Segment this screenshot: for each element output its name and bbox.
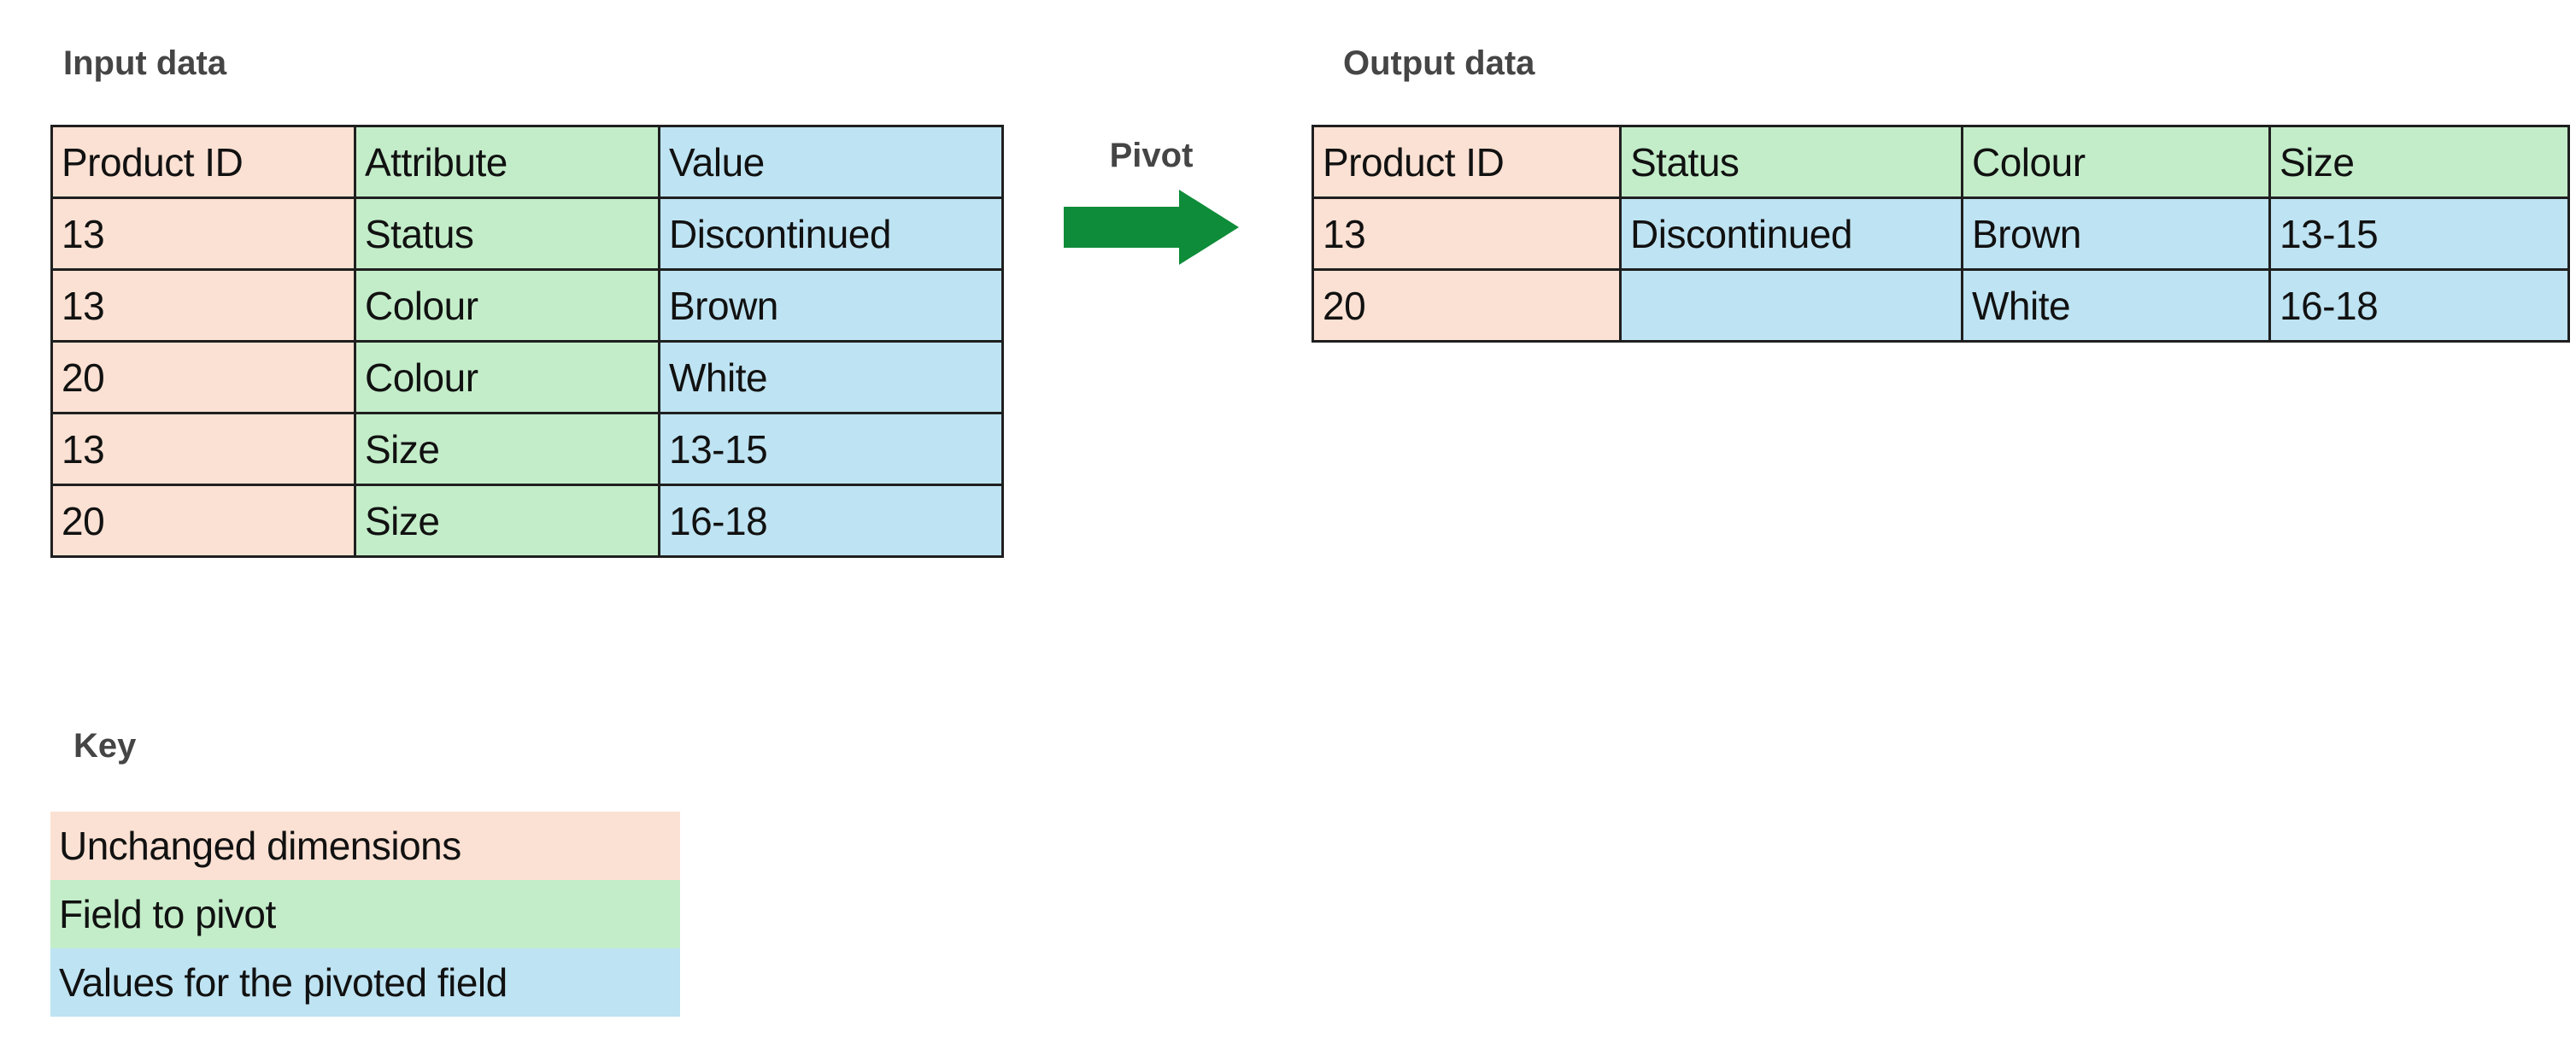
output-cell: 20 (1311, 268, 1622, 343)
output-header-cell: Size (2268, 125, 2570, 199)
output-cell: 13 (1311, 196, 1622, 271)
input-header-cell: Attribute (354, 125, 660, 199)
input-cell: Discontinued (658, 196, 1004, 271)
input-cell: Size (354, 412, 660, 486)
input-cell: Colour (354, 340, 660, 414)
output-cell (1619, 268, 1963, 343)
input-cell: 13 (50, 268, 356, 343)
input-cell: 13 (50, 412, 356, 486)
pivot-label: Pivot (1109, 137, 1194, 174)
input-header-cell: Product ID (50, 125, 356, 199)
output-cell: 13-15 (2268, 196, 2570, 271)
key-entry-values: Values for the pivoted field (50, 948, 680, 1017)
input-cell: 13-15 (658, 412, 1004, 486)
output-header-cell: Status (1619, 125, 1963, 199)
input-cell: 13 (50, 196, 356, 271)
input-cell: 20 (50, 340, 356, 414)
output-header-cell: Product ID (1311, 125, 1622, 199)
key-entry-pivot_field: Field to pivot (50, 880, 680, 948)
input-cell: White (658, 340, 1004, 414)
output-cell: White (1961, 268, 2271, 343)
input-header-cell: Value (658, 125, 1004, 199)
key-entry-dimension: Unchanged dimensions (50, 812, 680, 880)
input-cell: 20 (50, 484, 356, 558)
input-cell: Size (354, 484, 660, 558)
input-cell: Colour (354, 268, 660, 343)
input-data-title: Input data (63, 44, 227, 82)
output-header-cell: Colour (1961, 125, 2271, 199)
output-cell: Discontinued (1619, 196, 1963, 271)
input-cell: Status (354, 196, 660, 271)
input-cell: 16-18 (658, 484, 1004, 558)
output-data-title: Output data (1343, 44, 1535, 82)
pivot-arrow-icon (1064, 190, 1239, 265)
input-cell: Brown (658, 268, 1004, 343)
key-title: Key (73, 727, 137, 765)
output-cell: Brown (1961, 196, 2271, 271)
output-cell: 16-18 (2268, 268, 2570, 343)
